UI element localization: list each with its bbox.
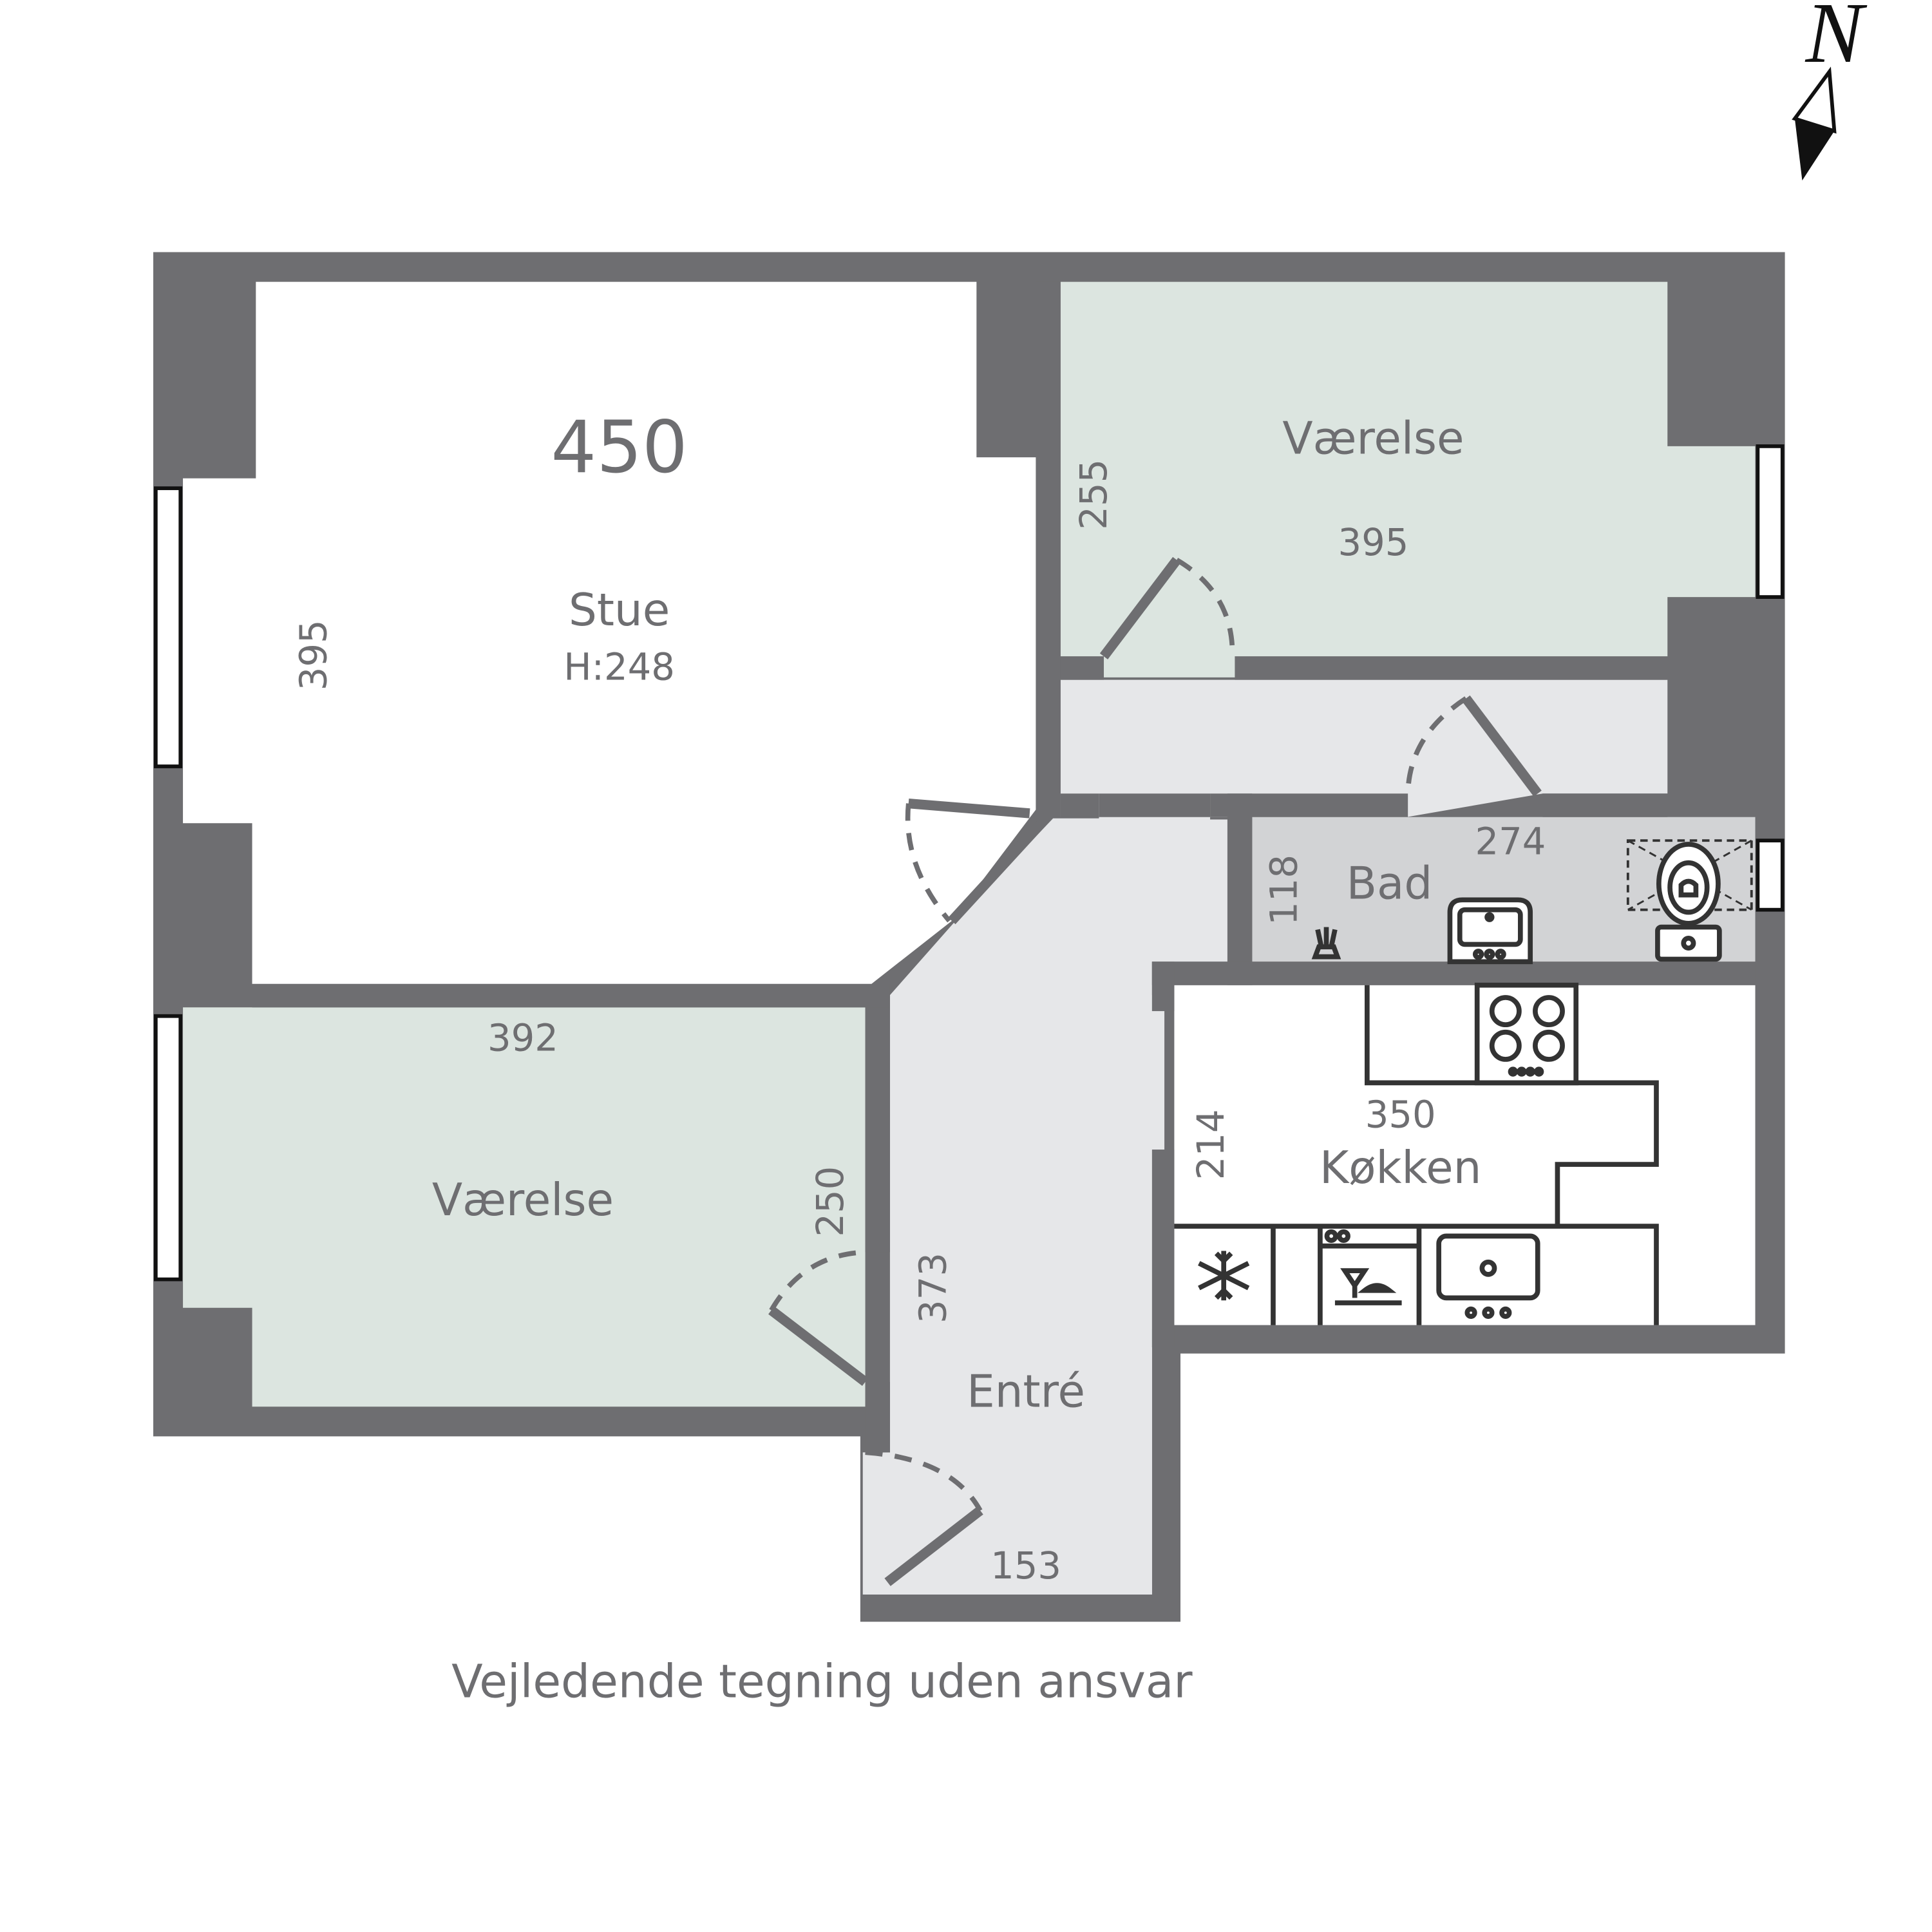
koekken-depth-dim: 214	[1189, 1109, 1233, 1180]
koekken-width-dim: 350	[1365, 1093, 1436, 1136]
floor-entre-lower	[862, 995, 1152, 1595]
door-stue-frame	[948, 812, 1052, 925]
kitchen-fixtures	[1174, 982, 1659, 1325]
compass-label: N	[1805, 0, 1868, 81]
vaerelse-sw-depth-dim: 250	[809, 1166, 852, 1237]
wall-entre-left-lower	[865, 1381, 890, 1453]
stue-width-dim: 450	[551, 406, 687, 489]
toilet-icon	[1626, 839, 1753, 962]
door-entrance-swing	[865, 1450, 983, 1512]
floor-vaerelse-sw	[183, 1007, 866, 1407]
vaerelse-sw-name: Værelse	[432, 1175, 614, 1226]
door-bad-swing	[1405, 696, 1468, 794]
window-bad	[1756, 838, 1785, 912]
stue-height: H:248	[564, 646, 675, 689]
vaerelse-sw-width-dim: 392	[488, 1016, 558, 1059]
wall-hall-stub-ne	[1060, 656, 1104, 680]
entre-name: Entré	[967, 1366, 1085, 1417]
wall-entre-left	[865, 995, 890, 1253]
disclaimer-text: Vejledende tegning uden ansvar	[451, 1654, 1193, 1708]
wall-bad-left	[1227, 793, 1253, 985]
bad-depth-dim: 118	[1262, 855, 1305, 925]
floor-vaerelse-ne	[1060, 281, 1756, 677]
wall-bedroom-stue	[252, 983, 890, 1008]
wall-kitchen-top-left	[1151, 961, 1175, 1012]
wall-bad-top	[1210, 793, 1408, 817]
door-stue-leaf	[908, 798, 1030, 819]
floor-stue	[183, 281, 1036, 984]
door-entrance-leaf	[884, 1506, 983, 1586]
koekken-name: Køkken	[1320, 1142, 1481, 1194]
entre-depth-dim: 373	[911, 1253, 954, 1323]
interior-walls	[252, 281, 1756, 1453]
wall-kitchen-left	[1151, 1150, 1175, 1348]
wall-bad-bottom	[1151, 961, 1756, 985]
bad-name: Bad	[1347, 858, 1433, 909]
room-floors	[183, 281, 1756, 1595]
wall-stue-hall	[1036, 281, 1061, 819]
window-vaerelse-ne	[1756, 444, 1785, 599]
fridge-icon	[1198, 1251, 1250, 1301]
kitchen-counter-bottom	[1174, 1224, 1659, 1325]
doors	[768, 556, 1542, 1586]
kitchen-sink-icon	[1436, 1233, 1540, 1319]
bad-width-dim: 274	[1475, 820, 1546, 863]
door-stue-swing	[905, 803, 952, 923]
entre-width-dim: 153	[990, 1544, 1061, 1587]
stue-depth-dim: 395	[292, 620, 336, 690]
stue-name: Stue	[569, 585, 670, 636]
vaerelse-ne-depth-dim: 255	[1072, 459, 1115, 530]
wall-bad-top-right	[1542, 793, 1668, 817]
kitchen-counter-top	[1365, 985, 1659, 1227]
window-stue	[153, 486, 183, 768]
window-vaerelse-sw	[153, 1014, 183, 1282]
vaerelse-ne-name: Værelse	[1282, 413, 1464, 464]
door-vaerelse-sw-leaf	[768, 1306, 869, 1386]
door-bad-leaf	[1462, 695, 1542, 797]
bathroom-fixtures	[1311, 839, 1753, 965]
door-vaerelse-sw-swing	[769, 1249, 866, 1312]
shower-icon	[1311, 927, 1341, 960]
hob-icon	[1474, 982, 1579, 1086]
vaerelse-ne-width-dim: 395	[1338, 521, 1408, 564]
labels: 450 Stue H:248 395 Værelse 395 255 392 V…	[292, 406, 1546, 1708]
washbasin-icon	[1447, 897, 1533, 965]
door-vaerelse-ne-swing	[1175, 558, 1235, 657]
dishwasher-icon	[1320, 1229, 1419, 1305]
windows	[153, 444, 1785, 1282]
compass: N	[1792, 0, 1868, 181]
wall-hall-stub	[1060, 793, 1099, 819]
wall-hall-top	[1235, 656, 1668, 680]
door-vaerelse-ne-leaf	[1099, 556, 1181, 659]
